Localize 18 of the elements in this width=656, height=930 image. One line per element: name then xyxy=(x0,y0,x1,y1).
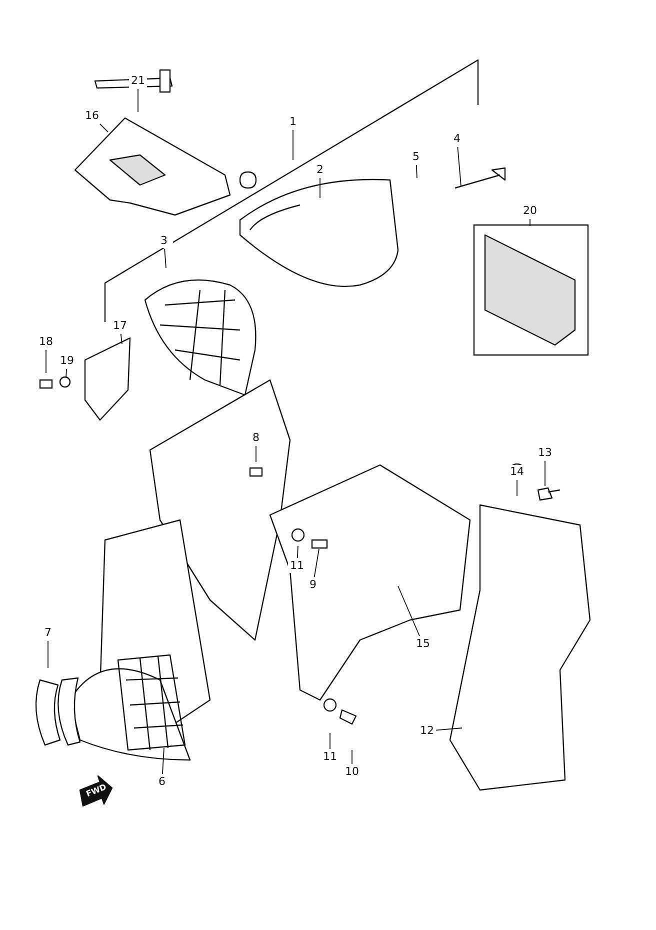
leader-line xyxy=(164,248,166,268)
callout-number: 21 xyxy=(129,74,147,88)
leader-line xyxy=(120,334,122,344)
leader-line xyxy=(66,368,67,378)
direction-label: FWD xyxy=(84,782,108,800)
leader-line xyxy=(292,130,294,160)
leader-line xyxy=(457,146,462,186)
leader-line xyxy=(416,164,418,178)
leader-line xyxy=(162,748,164,774)
callout-number: 11 xyxy=(288,559,306,573)
leader-line xyxy=(516,480,518,496)
callout-number: 14 xyxy=(508,465,526,479)
leader-line xyxy=(544,460,546,486)
leader-line xyxy=(314,548,320,578)
leader-line xyxy=(296,546,298,558)
leader-line xyxy=(398,586,420,636)
leader-line xyxy=(436,728,462,731)
leader-line xyxy=(100,124,108,132)
